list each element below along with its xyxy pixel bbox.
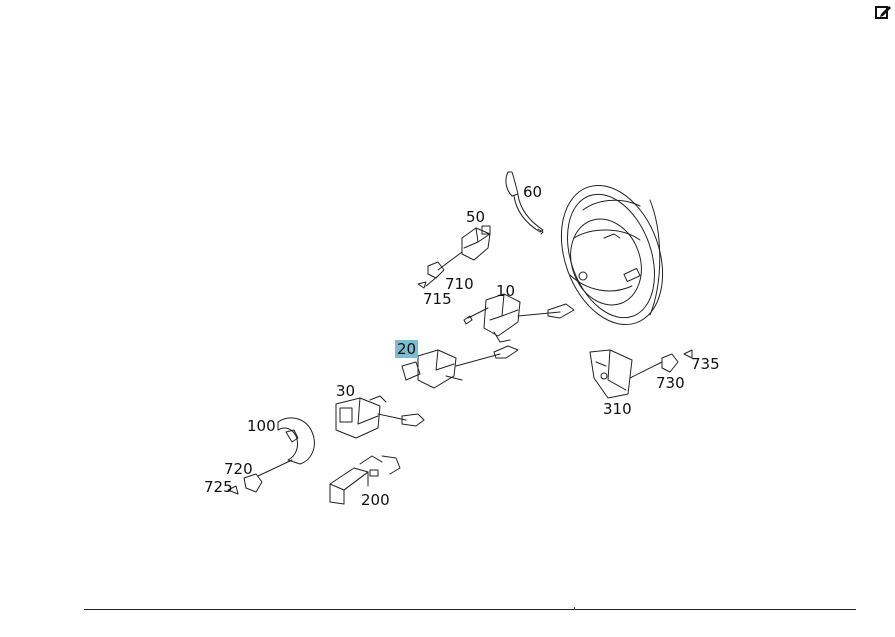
part-100-clockspring [227, 417, 315, 495]
part-20-switch [401, 345, 519, 389]
part-200-module [329, 455, 401, 505]
part-50-switch [417, 225, 491, 289]
callout-60[interactable]: 60 [523, 183, 543, 201]
callout-715[interactable]: 715 [423, 290, 452, 308]
callout-20-highlighted[interactable]: 20 [395, 340, 419, 358]
callout-50[interactable]: 50 [466, 208, 486, 226]
callout-310[interactable]: 310 [603, 400, 632, 418]
callout-725[interactable]: 725 [204, 478, 233, 496]
callout-720[interactable]: 720 [224, 460, 253, 478]
edit-icon[interactable] [874, 3, 892, 21]
footer-divider [84, 609, 856, 610]
callout-200[interactable]: 200 [361, 491, 390, 509]
edit-icon-glyph [875, 6, 891, 19]
footer-tick [574, 607, 575, 610]
part-10-switch [463, 293, 575, 343]
part-60-lever [505, 171, 544, 235]
callout-30[interactable]: 30 [336, 382, 356, 400]
callout-710[interactable]: 710 [445, 275, 474, 293]
part-30-switch [335, 395, 425, 439]
part-310-bracket [589, 349, 693, 399]
callout-10[interactable]: 10 [496, 282, 516, 300]
callout-100[interactable]: 100 [247, 417, 276, 435]
callout-730[interactable]: 730 [656, 374, 685, 392]
steering-wheel [560, 184, 664, 326]
callout-735[interactable]: 735 [691, 355, 720, 373]
